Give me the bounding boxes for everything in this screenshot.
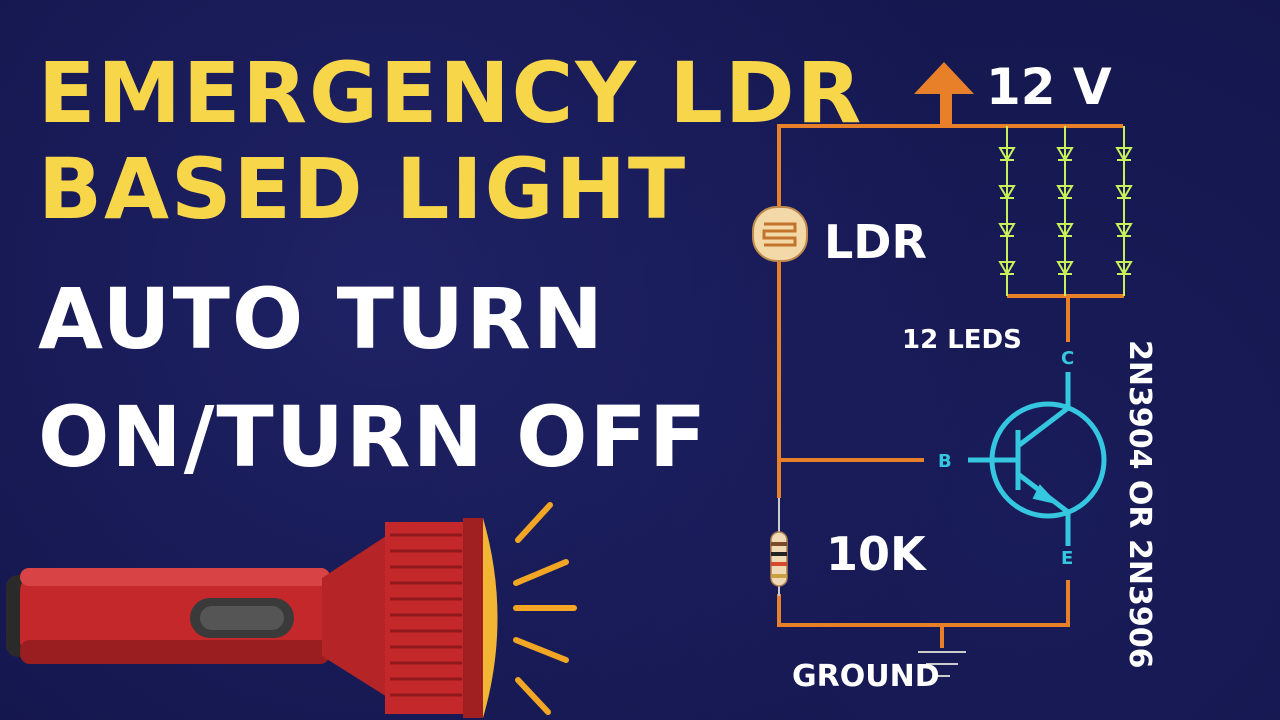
ground-label: GROUND [792, 659, 940, 694]
pin-c-label: C [1061, 348, 1074, 369]
resistor-label: 10K [826, 527, 928, 581]
led-column-3 [1115, 126, 1133, 296]
led-array [998, 126, 1133, 296]
title-line-4: ON/TURN OFF [38, 388, 709, 486]
ground-icon [918, 651, 966, 677]
transistor-icon [968, 372, 1107, 546]
title-line-3: AUTO TURN [38, 270, 606, 368]
light-rays [513, 502, 577, 715]
title-line-1: EMERGENCY LDR [38, 44, 864, 142]
supply-label: 12 V [986, 58, 1112, 116]
supply-arrow-icon [914, 62, 974, 126]
pin-e-label: E [1061, 548, 1073, 569]
led-column-2 [1056, 126, 1074, 296]
title-line-2: BASED LIGHT [38, 140, 688, 238]
pin-b-label: B [938, 451, 952, 472]
circuit-wires [777, 124, 1124, 648]
flashlight-icon [6, 518, 498, 718]
led-column-1 [998, 126, 1016, 296]
ldr-icon [752, 206, 808, 262]
transistor-label: 2N3904 OR 2N3906 [1122, 340, 1157, 668]
leds-label: 12 LEDS [902, 325, 1022, 355]
ldr-label: LDR [824, 215, 927, 269]
resistor-icon [770, 531, 788, 587]
